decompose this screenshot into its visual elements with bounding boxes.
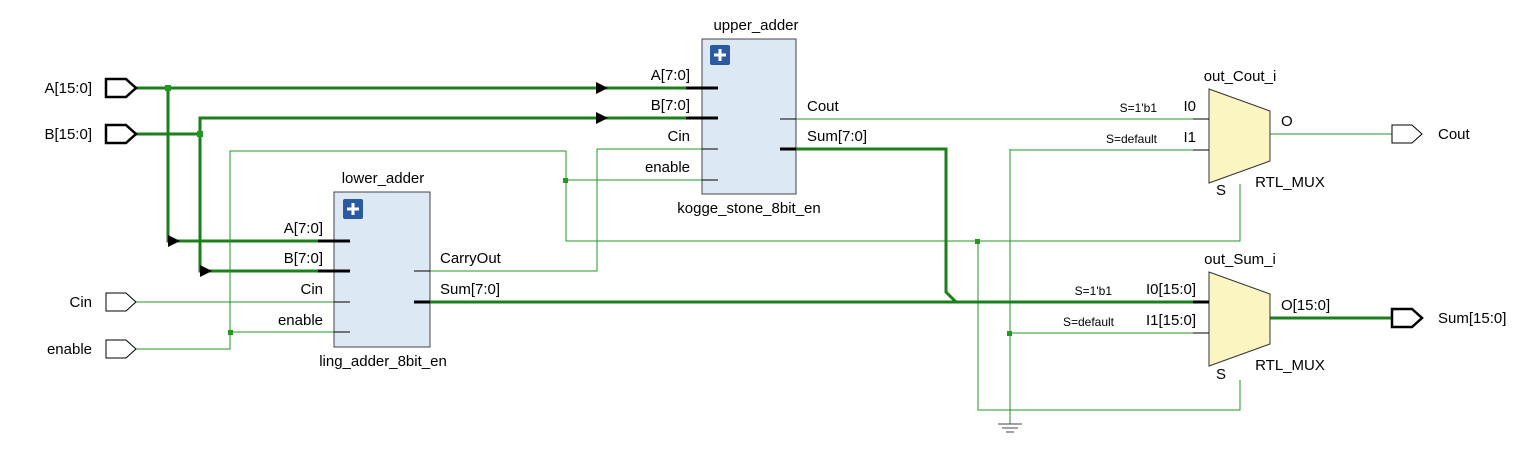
- plus-icon[interactable]: [343, 199, 363, 219]
- mux-sum-pin-i0: I0[15:0]: [1146, 281, 1196, 298]
- mux-sum-instance: out_Sum_i: [1204, 251, 1276, 268]
- lower-pin-b: B[7:0]: [284, 250, 323, 267]
- upper-pin-enable: enable: [645, 159, 690, 176]
- mux-cout-cond-i1: S=default: [1106, 132, 1158, 146]
- mux-cout-pin-o: O: [1281, 113, 1293, 130]
- upper-pin-b: B[7:0]: [651, 97, 690, 114]
- upper-pin-sum: Sum[7:0]: [807, 128, 867, 145]
- net-upper-sum[interactable]: [796, 147, 958, 304]
- plus-icon[interactable]: [710, 45, 730, 65]
- port-sum[interactable]: Sum[15:0]: [1390, 307, 1506, 329]
- port-b-label: B[15:0]: [44, 126, 92, 143]
- mux-sum-pin-i1: I1[15:0]: [1146, 312, 1196, 329]
- port-cout[interactable]: Cout: [1391, 124, 1471, 144]
- ground-icon: [998, 423, 1022, 433]
- junctions: [165, 85, 1012, 336]
- net-enable[interactable]: [136, 150, 718, 350]
- lower-pin-carryout: CarryOut: [440, 250, 502, 267]
- port-sum-label: Sum[15:0]: [1438, 310, 1506, 327]
- mux-cout-type: RTL_MUX: [1255, 174, 1325, 191]
- lower-adder-cell[interactable]: lower_adder A[7:0] B[7:0] Cin enable Car…: [278, 170, 502, 370]
- port-b[interactable]: B[15:0]: [44, 123, 138, 145]
- mux-sum-cond-i1: S=default: [1063, 315, 1115, 329]
- mux-cout-cond-i0: S=1'b1: [1120, 101, 1158, 115]
- lower-adder-instance: lower_adder: [342, 170, 425, 187]
- mux-sum-pin-s: S: [1216, 366, 1226, 383]
- net-b-upper[interactable]: [198, 116, 718, 134]
- mux-cout-pin-i1: I1: [1183, 129, 1196, 146]
- port-a[interactable]: A[15:0]: [44, 77, 138, 99]
- port-enable-label: enable: [47, 341, 92, 358]
- net-enable-sel[interactable]: [565, 180, 1241, 411]
- upper-pin-a: A[7:0]: [651, 67, 690, 84]
- port-cin-label: Cin: [69, 294, 92, 311]
- port-cin[interactable]: Cin: [69, 292, 137, 312]
- net-a-lower[interactable]: [166, 88, 350, 243]
- mux-cout[interactable]: out_Cout_i S=1'b1 S=default I0 I1 O S RT…: [1106, 68, 1325, 199]
- upper-pin-cin: Cin: [667, 128, 690, 145]
- mux-sum-cond-i0: S=1'b1: [1075, 284, 1113, 298]
- lower-adder-module: ling_adder_8bit_en: [319, 353, 447, 370]
- net-carryout[interactable]: [430, 148, 718, 272]
- net-b-lower[interactable]: [198, 134, 350, 273]
- lower-pin-cin: Cin: [300, 281, 323, 298]
- upper-adder-cell[interactable]: upper_adder A[7:0] B[7:0] Cin enable Cou…: [645, 17, 867, 217]
- lower-pin-a: A[7:0]: [284, 220, 323, 237]
- port-a-label: A[15:0]: [44, 80, 92, 97]
- upper-adder-module: kogge_stone_8bit_en: [677, 200, 820, 217]
- bus-arrows: [168, 82, 608, 277]
- upper-pin-cout: Cout: [807, 98, 840, 115]
- mux-cout-pin-s: S: [1216, 182, 1226, 199]
- net-sel-cout[interactable]: [978, 184, 1241, 242]
- upper-adder-instance: upper_adder: [713, 17, 798, 34]
- port-enable[interactable]: enable: [47, 339, 137, 359]
- mux-cout-pin-i0: I0: [1183, 98, 1196, 115]
- mux-sum[interactable]: out_Sum_i S=1'b1 S=default I0[15:0] I1[1…: [1063, 251, 1330, 383]
- mux-sum-type: RTL_MUX: [1255, 357, 1325, 374]
- port-cout-label: Cout: [1438, 126, 1471, 143]
- mux-sum-pin-o: O[15:0]: [1281, 297, 1330, 314]
- mux-cout-instance: out_Cout_i: [1204, 68, 1277, 85]
- lower-pin-sum: Sum[7:0]: [440, 281, 500, 298]
- lower-pin-enable: enable: [278, 312, 323, 329]
